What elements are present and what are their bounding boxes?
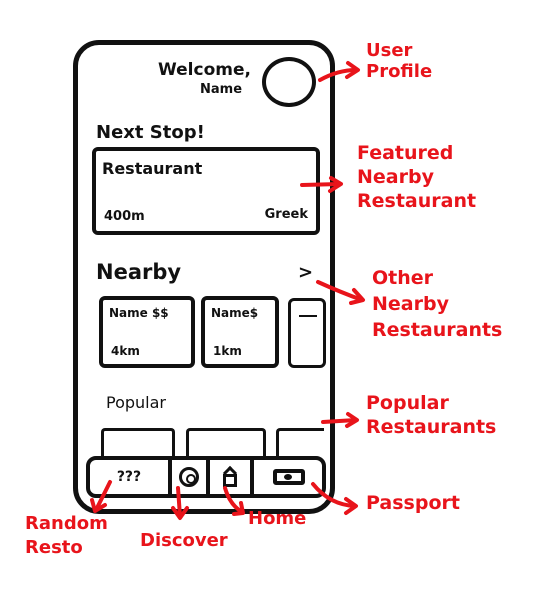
arrow-popular-head [345, 412, 359, 428]
featured-distance: 400m [104, 209, 145, 224]
nav-divider [206, 460, 210, 494]
nearby-title: Nearby [96, 260, 182, 284]
nav-divider [168, 460, 172, 494]
annotation-random: Random Resto [25, 513, 108, 558]
featured-restaurant-card[interactable]: Restaurant 400m Greek [92, 147, 320, 235]
annotation-discover: Discover [140, 530, 228, 551]
arrow-user-profile [318, 68, 358, 82]
next-stop-title: Next Stop! [96, 122, 205, 143]
featured-cuisine: Greek [264, 207, 308, 222]
popular-card[interactable] [101, 428, 175, 456]
nav-discover[interactable] [172, 460, 206, 494]
arrow-passport [311, 482, 357, 508]
nearby-card-distance: 1km [213, 344, 242, 358]
nearby-card-partial[interactable] [288, 298, 326, 368]
arrow-discover [176, 486, 182, 518]
arrow-home-head [232, 501, 245, 516]
annotation-other-nearby: Other Nearby Restaurants [372, 267, 503, 341]
featured-restaurant-name: Restaurant [102, 159, 203, 178]
phone-frame [73, 40, 335, 514]
nearby-card[interactable]: Name $$ 4km [99, 296, 195, 368]
nav-divider [250, 460, 254, 494]
arrow-home [223, 486, 244, 514]
nearby-card-name: Name $$ [109, 306, 169, 320]
arrow-discover-head [171, 506, 189, 520]
annotation-passport: Passport [366, 492, 460, 514]
annotation-home: Home [248, 508, 307, 529]
popular-card[interactable] [186, 428, 266, 456]
popular-card-partial[interactable] [276, 428, 324, 456]
arrow-other-nearby-head [349, 288, 365, 305]
popular-title: Popular [106, 393, 166, 412]
annotation-popular: Popular Restaurants [366, 392, 497, 438]
home-icon [222, 465, 238, 487]
arrow-popular [321, 418, 358, 424]
nav-passport[interactable] [254, 460, 324, 494]
nav-random-resto[interactable]: ??? [90, 460, 168, 494]
arrow-passport-head [344, 497, 358, 515]
nearby-card-distance: 4km [111, 344, 140, 358]
passport-icon [273, 469, 305, 485]
arrow-random-head [90, 498, 107, 513]
bottom-nav: ??? [86, 456, 326, 498]
compass-icon [179, 467, 199, 487]
nearby-more-arrow[interactable]: > [298, 262, 314, 283]
nearby-card-name: Name$ [211, 306, 259, 320]
arrow-featured [300, 182, 342, 187]
annotation-featured: Featured Nearby Restaurant [357, 142, 477, 212]
arrow-user-profile-head [345, 61, 360, 79]
arrow-featured-head [328, 176, 343, 193]
user-profile-avatar[interactable] [262, 57, 316, 107]
user-name: Name [200, 82, 243, 97]
welcome-text: Welcome, [158, 60, 251, 80]
nearby-card-partial-line [299, 315, 317, 317]
arrow-other-nearby [316, 280, 364, 302]
nav-home[interactable] [210, 460, 250, 494]
random-label: ??? [116, 469, 142, 485]
annotation-user-profile: User Profile [366, 40, 433, 82]
nearby-card[interactable]: Name$ 1km [201, 296, 279, 368]
